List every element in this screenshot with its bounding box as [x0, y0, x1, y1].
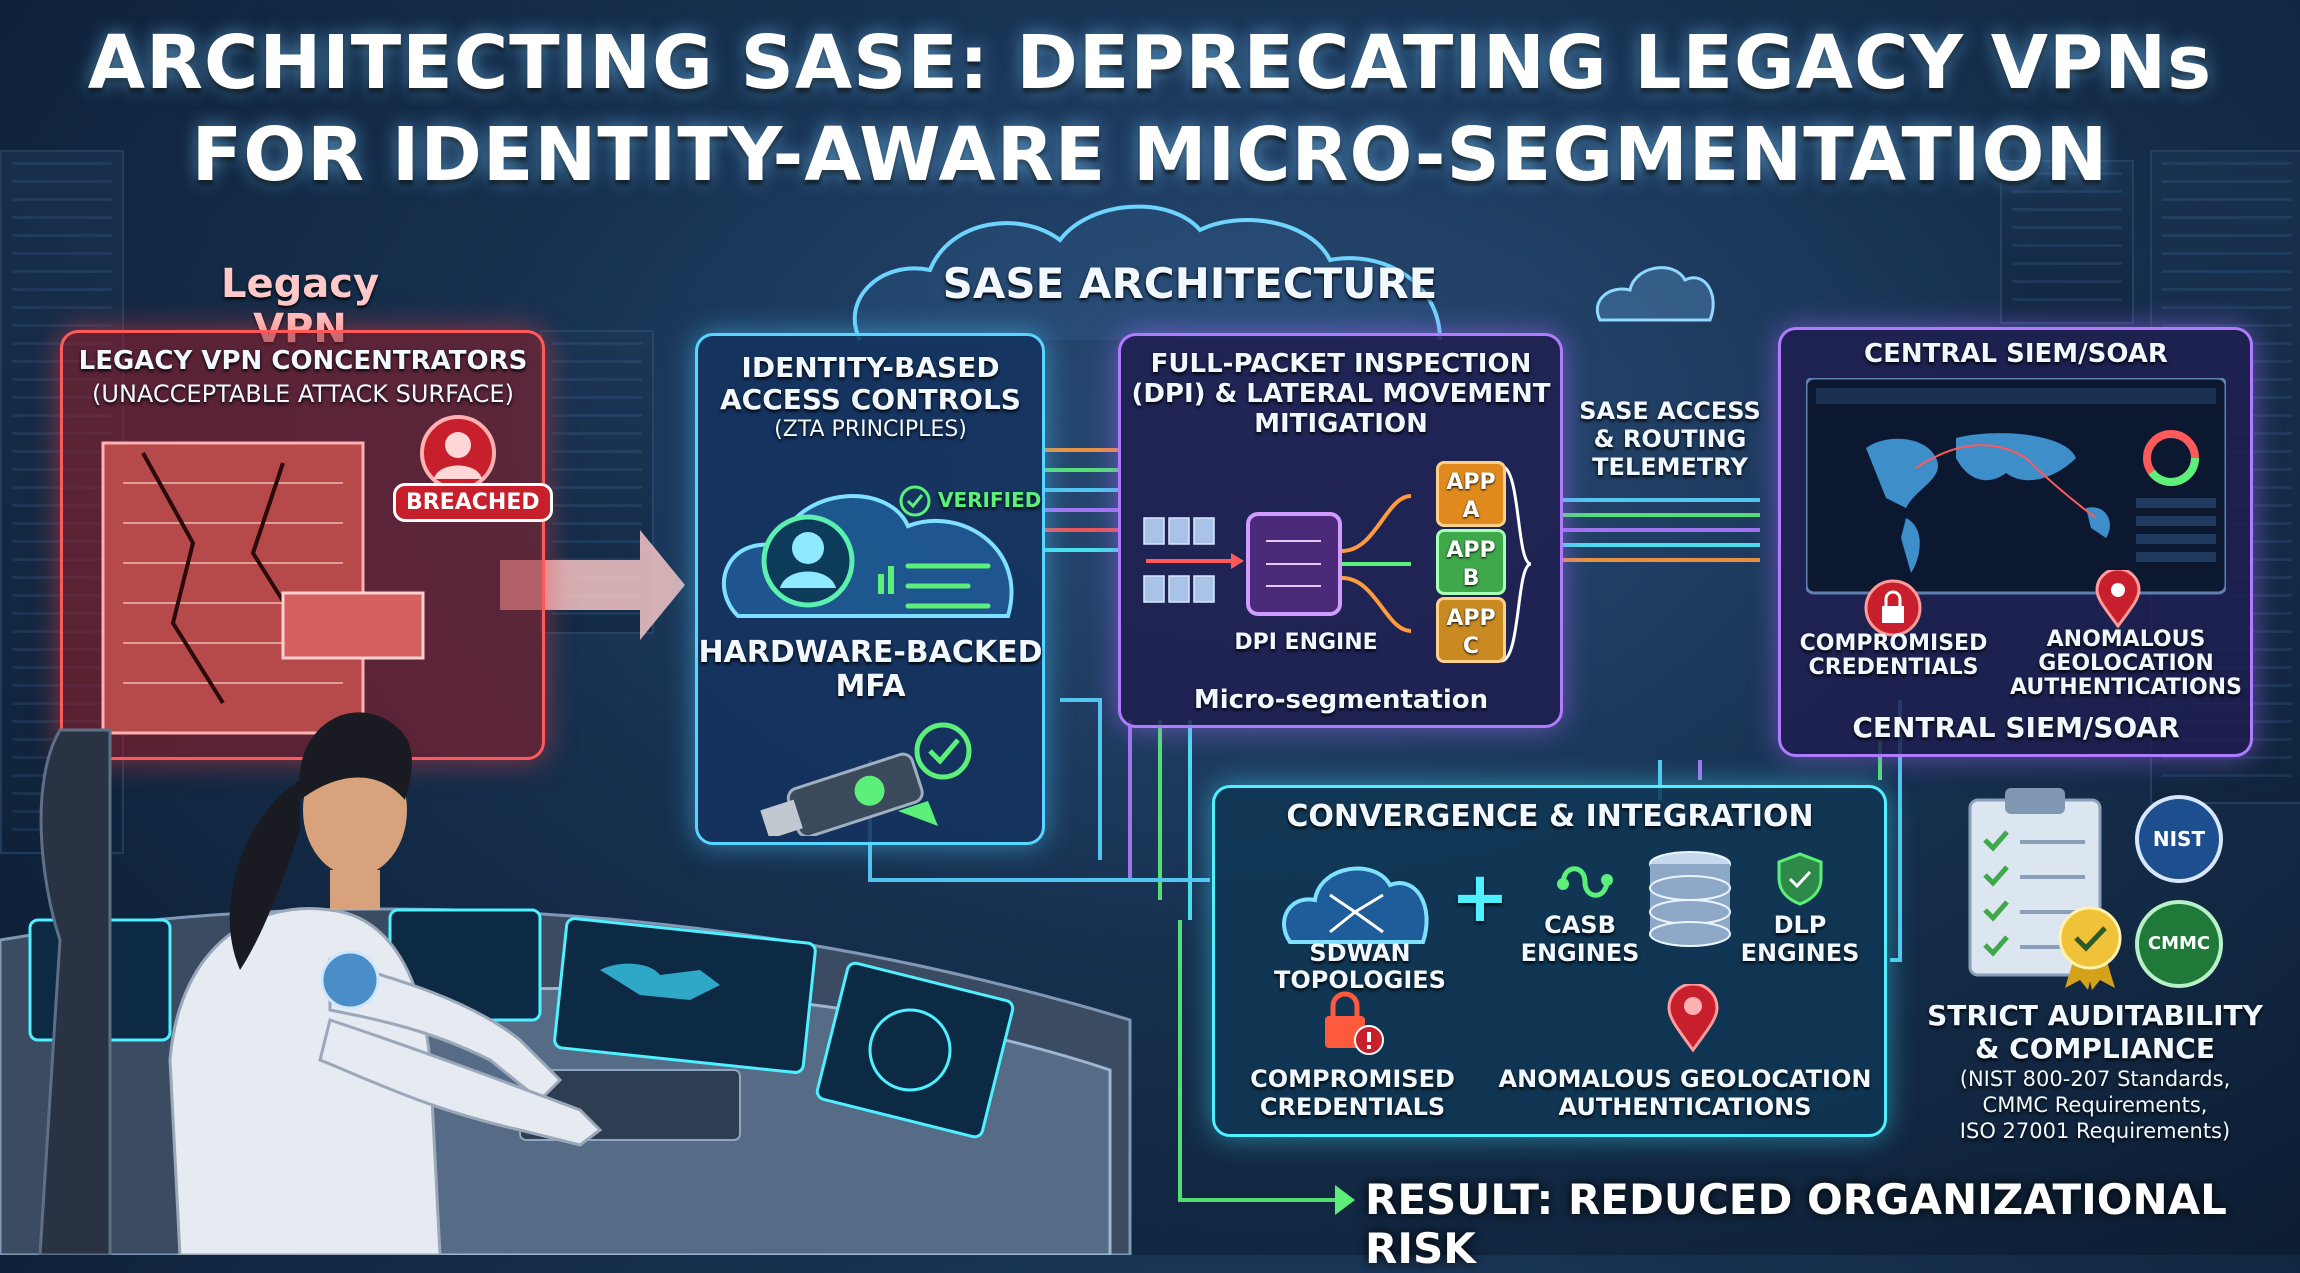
inspection-line2: (DPI) & LATERAL MOVEMENT [1131, 379, 1551, 409]
geolocation-pin-icon [2095, 570, 2141, 629]
compliance-line4: CMMC Requirements, [1982, 1093, 2208, 1117]
breached-server-icon [101, 441, 425, 735]
mfa-line2: MFA [835, 669, 906, 704]
casb-line2: ENGINES [1520, 939, 1640, 967]
nist-seal: NIST [2135, 795, 2223, 883]
convergence-panel: CONVERGENCE & INTEGRATION + SDWAN TOPOLO… [1212, 785, 1887, 1137]
compromised-lock-icon [1325, 991, 1384, 1055]
small-cloud-icon [1595, 266, 1715, 322]
inspection-panel: FULL-PACKET INSPECTION (DPI) & LATERAL M… [1118, 333, 1563, 728]
award-medal-icon [2058, 906, 2122, 990]
plus-sign: + [1450, 856, 1510, 938]
convergence-geo-line2: AUTHENTICATIONS [1558, 1093, 1812, 1121]
geolocation-alert-pin-icon [1667, 984, 1719, 1053]
usb-security-key-icon [760, 722, 972, 836]
micro-segmentation-label: Micro-segmentation [1193, 685, 1489, 715]
convergence-cred-line1: COMPROMISED [1250, 1065, 1455, 1093]
dlp-line2: ENGINES [1740, 939, 1860, 967]
page-title-line2: FOR IDENTITY-AWARE MICRO-SEGMENTATION [191, 112, 2109, 198]
casb-line1: CASB [1544, 911, 1616, 939]
compliance-line2: & COMPLIANCE [1975, 1032, 2215, 1065]
database-icon [1649, 851, 1731, 947]
lock-alert-icon [1864, 579, 1922, 637]
siem-bottom-label: CENTRAL SIEM/SOAR [1852, 711, 2180, 744]
operator-workstation-illustration [0, 712, 1132, 1255]
convergence-heading: CONVERGENCE & INTEGRATION [1286, 799, 1814, 834]
dlp-line1: DLP [1773, 911, 1827, 939]
casb-icon [1557, 866, 1613, 898]
compliance-line5: ISO 27001 Requirements) [1959, 1119, 2231, 1143]
dpi-flow-diagram [1143, 464, 1532, 663]
dpi-engine-label: DPI ENGINE [1234, 630, 1378, 655]
siem-alert1-line2: CREDENTIALS [1808, 655, 1979, 680]
legacy-vpn-line2: (UNACCEPTABLE ATTACK SURFACE) [92, 380, 514, 408]
telemetry-line1: SASE ACCESS [1579, 397, 1761, 425]
cmmc-seal: CMMC [2135, 900, 2223, 988]
siem-alert2-line2: GEOLOCATION [2038, 651, 2214, 676]
convergence-geo-line1: ANOMALOUS GEOLOCATION [1498, 1065, 1872, 1093]
compliance-line3: (NIST 800-207 Standards, [1959, 1067, 2231, 1091]
telemetry-line3: TELEMETRY [1592, 453, 1748, 481]
telemetry-line2: & ROUTING [1593, 425, 1747, 453]
inspection-line1: FULL-PACKET INSPECTION [1150, 349, 1532, 379]
verified-label: VERIFIED [938, 488, 1042, 512]
siem-dashboard-screen [1806, 378, 2226, 595]
siem-alert2-line3: AUTHENTICATIONS [2010, 675, 2242, 700]
inspection-line3: MITIGATION [1254, 409, 1428, 439]
sase-architecture-heading: SASE ARCHITECTURE [942, 259, 1438, 308]
siem-soar-panel: CENTRAL SIEM/SOAR COMPROMISED CREDENTIAL… [1778, 327, 2253, 757]
dlp-shield-icon [1777, 852, 1823, 906]
mfa-line1: HARDWARE-BACKED [698, 635, 1043, 670]
sdwan-cloud-icon [1282, 866, 1429, 944]
siem-alert1-line1: COMPROMISED [1799, 631, 1988, 656]
siem-top-label: CENTRAL SIEM/SOAR [1864, 339, 2168, 369]
identity-line1: IDENTITY-BASED [741, 351, 1000, 384]
identity-line2: ACCESS CONTROLS [720, 383, 1021, 416]
hacker-icon [420, 415, 496, 491]
verified-check-icon [899, 485, 931, 517]
siem-alert2-line1: ANOMALOUS [2046, 627, 2206, 652]
identity-cloud-icon [721, 494, 1014, 618]
result-statement: RESULT: REDUCED ORGANIZATIONAL RISK [1365, 1175, 2227, 1273]
convergence-cred-line2: CREDENTIALS [1259, 1093, 1446, 1121]
sase-cloud-outline [852, 204, 1442, 341]
identity-line3: (ZTA PRINCIPLES) [774, 417, 967, 442]
compliance-line1: STRICT AUDITABILITY [1927, 999, 2263, 1032]
legacy-vpn-panel: LEGACY VPN CONCENTRATORS (UNACCEPTABLE A… [60, 330, 553, 760]
page-title-line1: ARCHITECTING SASE: DEPRECATING LEGACY VP… [87, 20, 2213, 106]
identity-access-panel: IDENTITY-BASED ACCESS CONTROLS (ZTA PRIN… [695, 333, 1045, 845]
breached-badge: BREACHED [393, 483, 553, 522]
sdwan-label: SDWAN TOPOLOGIES [1274, 939, 1446, 994]
legacy-vpn-line1: LEGACY VPN CONCENTRATORS [78, 346, 528, 376]
server-rack-right-2 [2000, 160, 2134, 324]
